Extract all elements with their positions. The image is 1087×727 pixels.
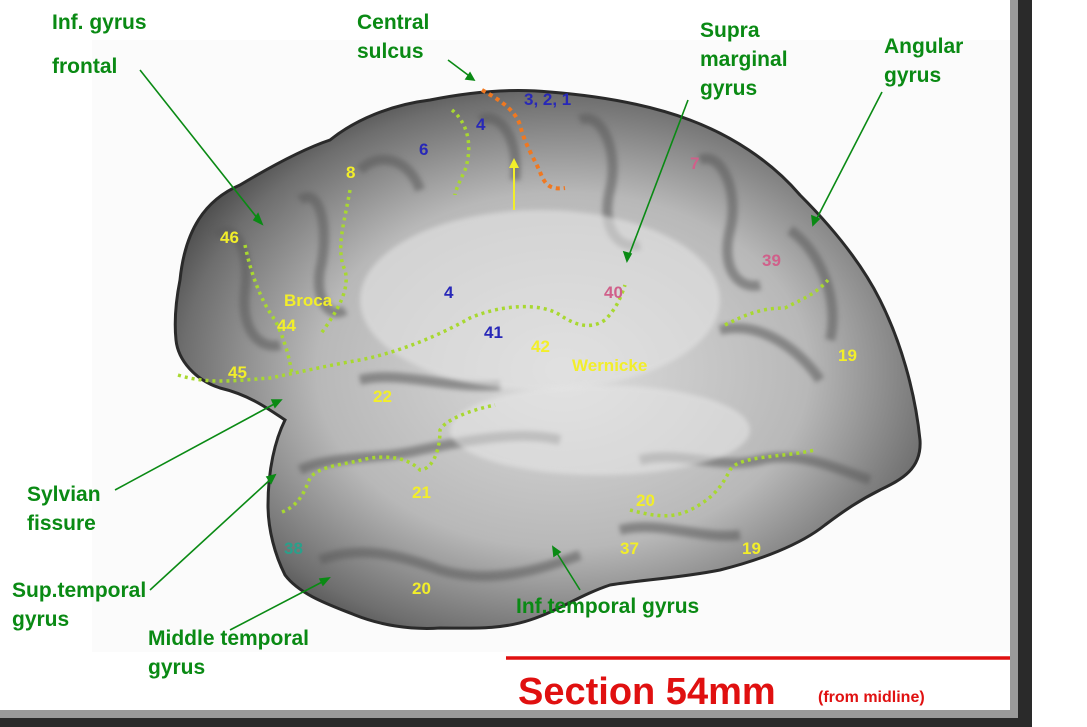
area-44: 44 <box>277 316 296 335</box>
area-4-top: 4 <box>476 115 486 134</box>
area-19-low: 19 <box>742 539 761 558</box>
label-suptemporal-line2: gyrus <box>12 608 70 631</box>
area-40: 40 <box>604 283 623 302</box>
label-inf-gyrus: Inf. gyrus <box>52 11 147 34</box>
label-angular-line1: Angular <box>884 35 964 58</box>
label-sylvian-line2: fissure <box>27 512 96 535</box>
area-21: 21 <box>412 483 431 502</box>
sulcus-trace-lines <box>177 108 830 518</box>
label-sylvian-line1: Sylvian <box>27 483 101 506</box>
area-20-low: 20 <box>412 579 431 598</box>
central-sulcus-trace <box>481 88 566 191</box>
label-frontal: frontal <box>52 55 118 78</box>
page-title: Section 54mm <box>518 671 776 713</box>
leader-arrows <box>114 59 883 631</box>
area-39: 39 <box>762 251 781 270</box>
label-central-line1: Central <box>357 11 430 34</box>
area-38: 38 <box>284 539 303 558</box>
area-46: 46 <box>220 228 239 247</box>
area-6: 6 <box>419 140 429 159</box>
label-broca: Broca <box>284 291 333 310</box>
page-subtitle: (from midline) <box>818 689 925 706</box>
label-supramarginal-line2: marginal <box>700 48 788 71</box>
area-19-right: 19 <box>838 346 857 365</box>
frame-shadow-right <box>1018 0 1032 727</box>
area-7: 7 <box>690 154 700 173</box>
label-midtemporal-line2: gyrus <box>148 656 206 679</box>
area-37: 37 <box>620 539 639 558</box>
label-suptemporal-line1: Sup.temporal <box>12 579 147 602</box>
area-8: 8 <box>346 163 356 182</box>
label-wernicke: Wernicke <box>572 356 648 375</box>
label-central-line2: sulcus <box>357 40 424 63</box>
area-4-mid: 4 <box>444 283 454 302</box>
area-42: 42 <box>531 337 550 356</box>
label-supramarginal-line3: gyrus <box>700 77 758 100</box>
label-supramarginal-line1: Supra <box>700 19 760 42</box>
area-22: 22 <box>373 387 392 406</box>
area-20-right: 20 <box>636 491 655 510</box>
area-3-2-1: 3, 2, 1 <box>524 90 572 109</box>
frame-shadow-bottom <box>0 718 1032 727</box>
label-midtemporal-line1: Middle temporal <box>148 627 310 650</box>
area-41: 41 <box>484 323 503 342</box>
label-inftemporal: Inf.temporal gyrus <box>516 595 700 618</box>
area-45: 45 <box>228 363 247 382</box>
label-angular-line2: gyrus <box>884 64 942 87</box>
